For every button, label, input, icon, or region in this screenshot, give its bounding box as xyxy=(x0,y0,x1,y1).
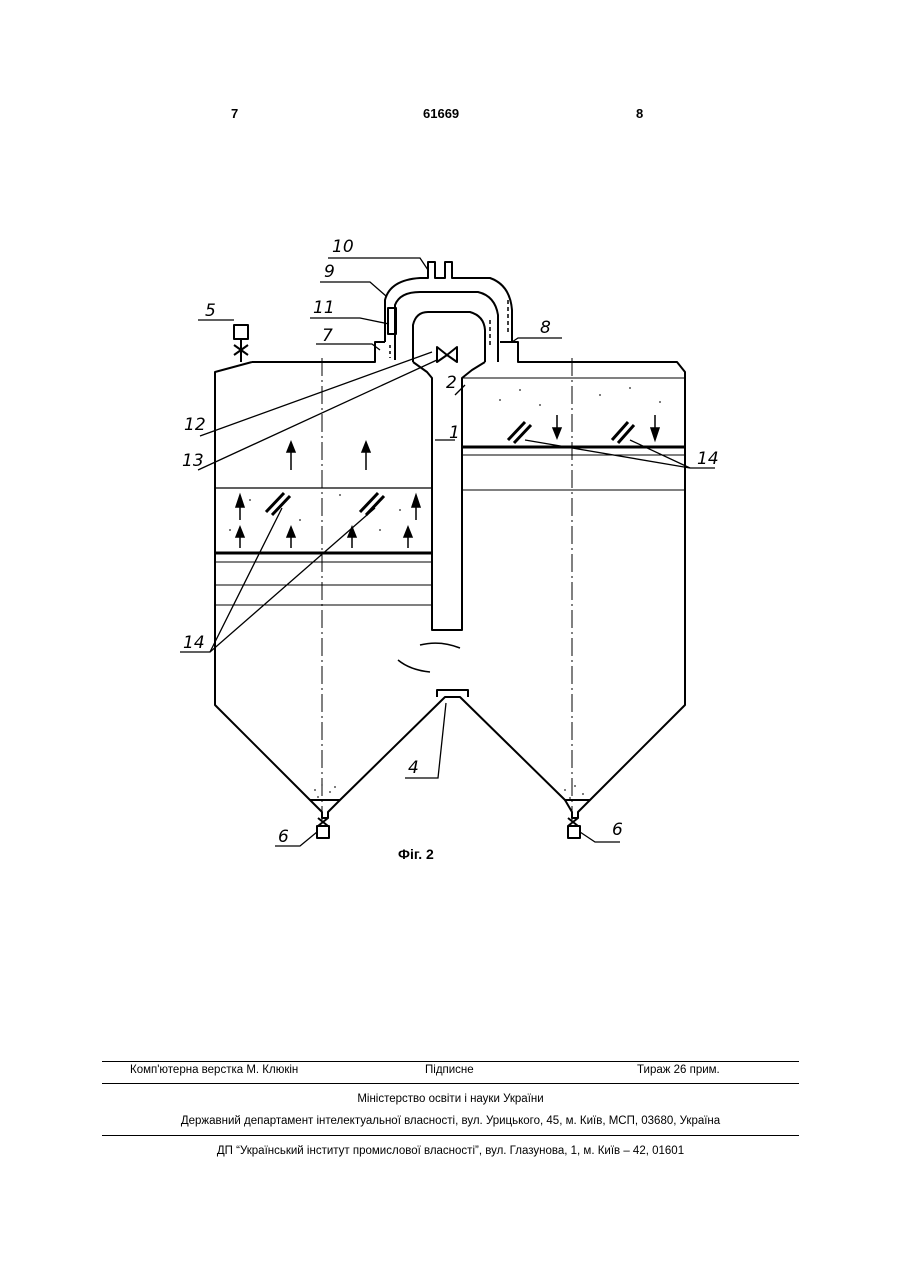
footer-department: Державний департамент інтелектуальної вл… xyxy=(102,1115,799,1127)
label-9: 9 xyxy=(324,262,335,282)
label-2: 2 xyxy=(446,373,457,393)
label-14-right: 14 xyxy=(697,449,719,469)
label-6-left: 6 xyxy=(278,827,289,847)
label-6-right: 6 xyxy=(612,820,623,840)
label-5: 5 xyxy=(205,301,216,321)
footer-signed: Підписне xyxy=(425,1064,474,1076)
footer-layout-credit: Комп'ютерна верстка М. Клюкін xyxy=(130,1064,298,1076)
footer-institute: ДП “Український інститут промислової вла… xyxy=(102,1145,799,1157)
label-13: 13 xyxy=(182,451,204,471)
label-11: 11 xyxy=(313,298,335,318)
label-1: 1 xyxy=(449,423,460,443)
label-4: 4 xyxy=(408,758,419,778)
label-7: 7 xyxy=(322,326,333,346)
vessel-outline xyxy=(215,342,685,800)
figure-caption: Фіг. 2 xyxy=(398,846,434,862)
label-12: 12 xyxy=(184,415,206,435)
central-pipe xyxy=(413,362,485,630)
label-8: 8 xyxy=(540,318,551,338)
patent-figure: 10 9 11 7 8 5 12 13 2 1 14 14 4 6 6 Фіг.… xyxy=(0,0,901,900)
footer-circulation: Тираж 26 прим. xyxy=(637,1064,720,1076)
footer-ministry: Міністерство освіти і науки України xyxy=(102,1093,799,1105)
label-14-left: 14 xyxy=(183,633,205,653)
footer-rule-middle xyxy=(102,1083,799,1084)
footer-rule-top xyxy=(102,1061,799,1062)
top-pipe-inner xyxy=(395,292,498,362)
footer-rule-bottom xyxy=(102,1135,799,1136)
label-10: 10 xyxy=(332,237,354,257)
